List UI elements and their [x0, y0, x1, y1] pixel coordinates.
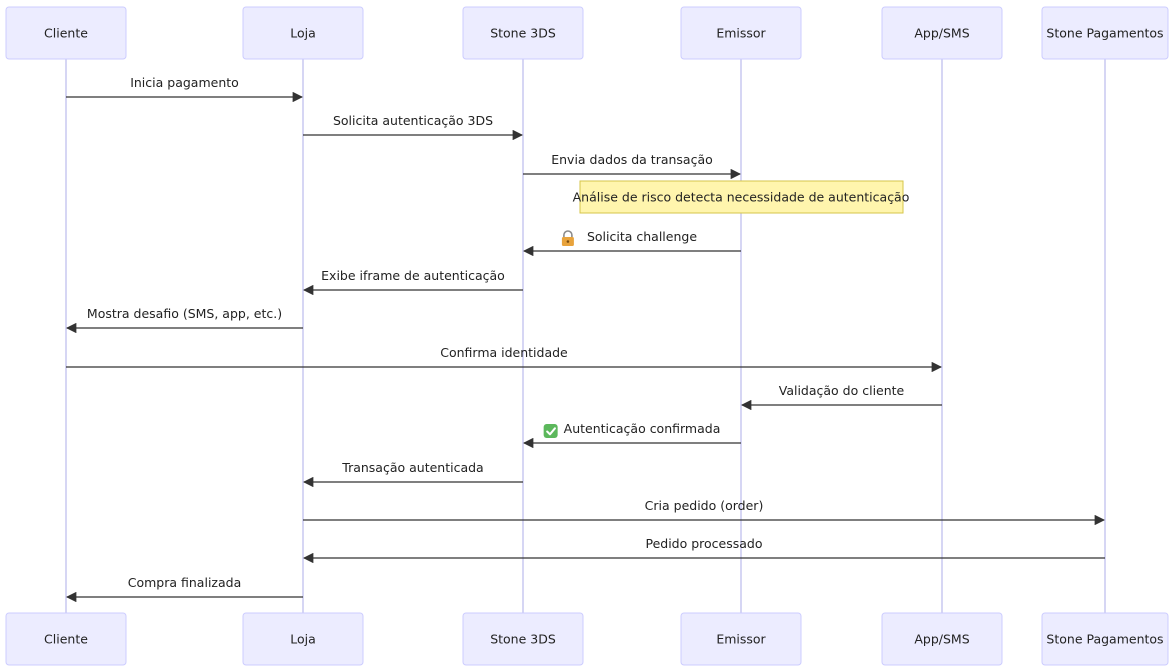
actor-box	[462, 612, 584, 666]
actor-label: Emissor	[716, 632, 766, 647]
actor-appsms-bottom: App/SMS	[881, 612, 1003, 666]
message-label: Confirma identidade	[440, 345, 568, 360]
message-label: Autenticação confirmada	[564, 421, 721, 436]
message: Transação autenticada	[302, 460, 523, 488]
actor-label: Loja	[290, 632, 316, 647]
actor-emissor-bottom: Emissor	[680, 612, 802, 666]
message-label: Cria pedido (order)	[645, 498, 764, 513]
actor-emissor-top: Emissor	[680, 6, 802, 60]
message: Inicia pagamento	[66, 75, 304, 103]
actor-label: App/SMS	[914, 632, 969, 647]
actor-loja-top: Loja	[242, 6, 364, 60]
actor-label: App/SMS	[914, 26, 969, 41]
message-label: Inicia pagamento	[130, 75, 239, 90]
note: Análise de risco detecta necessidade de …	[573, 180, 910, 214]
message: Compra finalizada	[65, 575, 303, 603]
actor-box	[881, 612, 1003, 666]
actor-label: Stone 3DS	[490, 26, 556, 41]
actor-box	[680, 6, 802, 60]
actor-box	[1041, 612, 1169, 666]
message: Autenticação confirmada	[522, 421, 741, 449]
actor-label: Stone Pagamentos	[1046, 26, 1163, 41]
message-label: Envia dados da transação	[551, 152, 713, 167]
actor-box	[881, 6, 1003, 60]
message: Pedido processado	[302, 536, 1105, 564]
actor-label: Cliente	[44, 632, 88, 647]
message: Exibe iframe de autenticação	[302, 268, 523, 296]
actor-stone3ds-bottom: Stone 3DS	[462, 612, 584, 666]
actor-appsms-top: App/SMS	[881, 6, 1003, 60]
actor-label: Cliente	[44, 26, 88, 41]
actor-stone3ds-top: Stone 3DS	[462, 6, 584, 60]
actor-box	[462, 6, 584, 60]
message-label: Mostra desafio (SMS, app, etc.)	[87, 306, 282, 321]
actor-box	[242, 612, 364, 666]
actor-label: Stone Pagamentos	[1046, 632, 1163, 647]
actor-stonepag-bottom: Stone Pagamentos	[1041, 612, 1169, 666]
message: Validação do cliente	[740, 383, 942, 411]
message-label: Solicita autenticação 3DS	[333, 113, 493, 128]
actor-box	[680, 612, 802, 666]
actor-stonepag-top: Stone Pagamentos	[1041, 6, 1169, 60]
message-label: Pedido processado	[645, 536, 762, 551]
message: Solicita challenge	[522, 229, 741, 257]
check-icon	[543, 424, 558, 438]
actor-cliente-top: Cliente	[5, 6, 127, 60]
message-label: Solicita challenge	[587, 229, 697, 244]
message-label: Compra finalizada	[128, 575, 241, 590]
message: Cria pedido (order)	[303, 498, 1106, 526]
actor-box	[5, 612, 127, 666]
message: Confirma identidade	[66, 345, 943, 373]
actor-loja-bottom: Loja	[242, 612, 364, 666]
message: Envia dados da transação	[523, 152, 742, 180]
actor-box	[1041, 6, 1169, 60]
actor-label: Loja	[290, 26, 316, 41]
message: Mostra desafio (SMS, app, etc.)	[65, 306, 303, 334]
actor-box	[5, 6, 127, 60]
lock-icon	[561, 230, 574, 246]
message-label: Validação do cliente	[779, 383, 905, 398]
note-box	[579, 180, 904, 214]
lifelines	[65, 59, 1106, 613]
note-label: Análise de risco detecta necessidade de …	[573, 190, 910, 205]
actor-label: Emissor	[716, 26, 766, 41]
actor-label: Stone 3DS	[490, 632, 556, 647]
actor-cliente-bottom: Cliente	[5, 612, 127, 666]
message-label: Exibe iframe de autenticação	[321, 268, 505, 283]
actor-box	[242, 6, 364, 60]
message-label: Transação autenticada	[341, 460, 483, 475]
message: Solicita autenticação 3DS	[303, 113, 524, 141]
